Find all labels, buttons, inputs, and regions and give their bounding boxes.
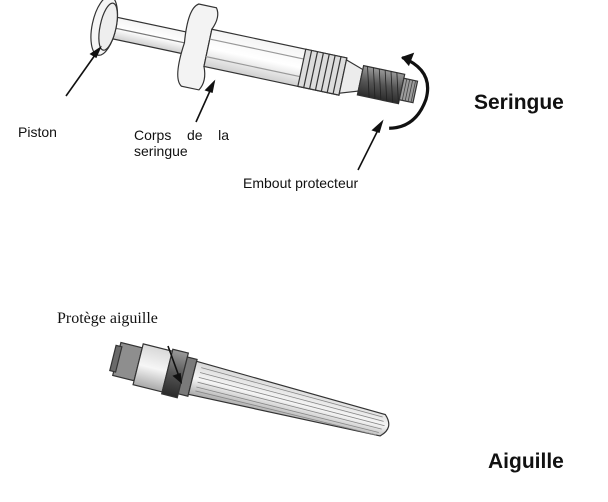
title-aiguille: Aiguille	[488, 450, 564, 473]
finger-flange	[177, 3, 219, 91]
needle-sheath	[187, 360, 390, 437]
needle-pointer	[167, 345, 183, 384]
label-protege-aiguille: Protège aiguille	[57, 310, 158, 327]
label-corps-de-la-seringue: Corps de la seringue	[134, 127, 229, 160]
label-piston: Piston	[18, 124, 57, 140]
label-embout-protecteur: Embout protecteur	[243, 175, 359, 191]
syringe-drawing	[90, 0, 430, 130]
title-seringue: Seringue	[474, 91, 564, 114]
needle-drawing	[109, 341, 390, 437]
syringe-pointers	[65, 45, 384, 171]
twist-arrow	[389, 55, 430, 130]
